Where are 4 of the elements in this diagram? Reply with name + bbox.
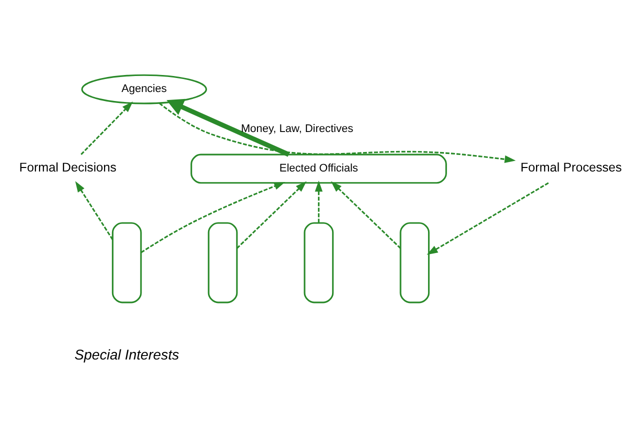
node-text: Formal Decisions [19, 160, 116, 175]
node-text: Formal Processes [520, 160, 622, 175]
label: Special Interests [74, 346, 180, 362]
edge-label: Money, Law, Directives [240, 122, 354, 135]
